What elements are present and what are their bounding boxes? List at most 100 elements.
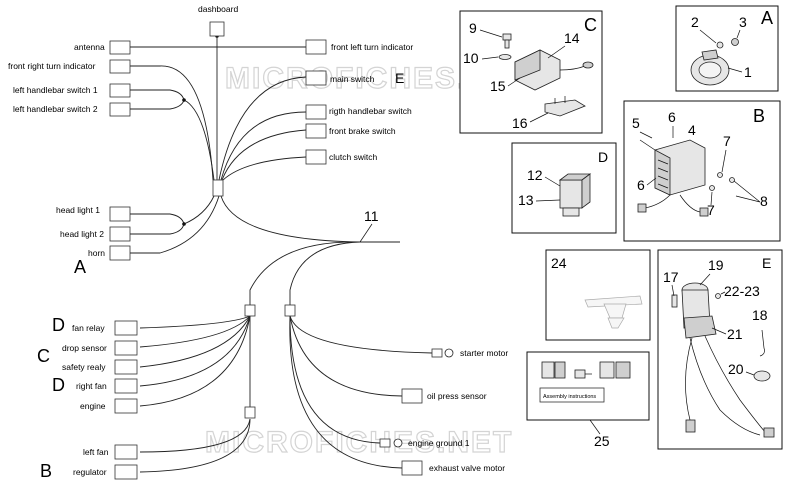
assembly-instructions-label: Assembly instructions xyxy=(543,394,596,400)
panel-e xyxy=(657,249,783,450)
right-fan-connector xyxy=(114,378,138,394)
dashboard-connector xyxy=(209,21,225,37)
callout-24: 24 xyxy=(551,255,567,271)
callout-19: 19 xyxy=(708,257,724,273)
callout-5: 5 xyxy=(632,115,640,131)
panel-d-letter: D xyxy=(598,149,608,165)
safety-relay-connector xyxy=(114,359,138,375)
regulator-connector xyxy=(114,464,138,480)
head-light-1-label: head light 1 xyxy=(56,205,100,215)
fan-relay-connector xyxy=(114,320,138,336)
horn-connector xyxy=(109,245,131,261)
engine-ground-terminal xyxy=(379,438,403,448)
callout-3: 3 xyxy=(739,14,747,30)
front-brake-switch-label: front brake switch xyxy=(329,126,396,136)
panel-e-letter: E xyxy=(762,255,771,271)
head-light-2-connector xyxy=(109,226,131,242)
central-connector xyxy=(212,179,224,197)
callout-13: 13 xyxy=(518,192,534,208)
assembly-instructions-sheet xyxy=(539,387,605,403)
lower-right-connector xyxy=(284,304,296,317)
callout-4: 4 xyxy=(688,122,696,138)
drop-sensor-connector xyxy=(114,340,138,356)
callout-18: 18 xyxy=(752,307,768,323)
callout-12: 12 xyxy=(527,167,543,183)
letter-d-fan-relay: D xyxy=(52,315,65,335)
safety-relay-label: safety realy xyxy=(62,362,106,372)
dashboard-label: dashboard xyxy=(198,4,238,14)
front-left-turn-indicator-label: front left turn indicator xyxy=(331,42,413,52)
left-handlebar-switch-2-label: left handlebar switch 2 xyxy=(13,104,98,114)
lower-left-connector xyxy=(244,304,256,317)
fan-relay-label: fan relay xyxy=(72,323,105,333)
callout-10: 10 xyxy=(463,50,479,66)
callout-17: 17 xyxy=(663,269,679,285)
starter-motor-label: starter motor xyxy=(460,348,508,358)
right-handlebar-switch-label: rigth handlebar switch xyxy=(329,106,412,116)
watermark-bottom: MICROFICHES.NET xyxy=(205,426,513,459)
oil-press-sensor-connector xyxy=(401,388,423,404)
clutch-switch-connector xyxy=(305,149,327,165)
panel-b-letter: B xyxy=(753,106,765,126)
main-switch-connector xyxy=(305,70,327,86)
regulator-drawing xyxy=(637,139,735,217)
letter-d-right-fan: D xyxy=(52,375,65,395)
lower-harness-wires xyxy=(139,315,433,473)
regulator-label: regulator xyxy=(73,467,107,477)
clutch-switch-label: clutch switch xyxy=(329,152,377,162)
head-light-1-connector xyxy=(109,206,131,222)
left-handlebar-switch-1-connector xyxy=(109,83,131,98)
right-fan-label: right fan xyxy=(76,381,107,391)
callout-2: 2 xyxy=(691,14,699,30)
relay-drawing xyxy=(514,49,594,117)
left-handlebar-switch-1-label: left handlebar switch 1 xyxy=(13,85,98,95)
panel-a-letter: A xyxy=(761,8,773,28)
callout-25: 25 xyxy=(594,433,610,449)
callout-22-23: 22-23 xyxy=(724,283,760,299)
letter-a-wiring: A xyxy=(74,257,86,277)
clip-24-drawing xyxy=(584,295,643,329)
antenna-connector xyxy=(109,40,131,55)
exhaust-valve-motor-label: exhaust valve motor xyxy=(429,463,505,473)
callout-21: 21 xyxy=(727,326,743,342)
callout-1: 1 xyxy=(744,64,752,80)
callout-11: 11 xyxy=(364,208,379,224)
bolt-9-drawing xyxy=(502,33,512,49)
panel-c-letter: C xyxy=(584,15,597,35)
washer-10-drawing xyxy=(498,54,512,60)
callout-6-bottom: 6 xyxy=(637,177,645,193)
front-right-turn-indicator-connector xyxy=(109,59,131,74)
exhaust-valve-motor-connector xyxy=(401,460,423,476)
letter-e-wiring: E xyxy=(395,70,404,86)
ignition-switch-drawing xyxy=(671,282,775,438)
callout-9: 9 xyxy=(469,20,477,36)
upper-harness-wires xyxy=(130,34,400,305)
right-handlebar-switch-connector xyxy=(305,104,327,120)
callout-8: 8 xyxy=(760,193,768,209)
front-right-turn-indicator-label: front right turn indicator xyxy=(8,61,96,71)
callout-14: 14 xyxy=(564,30,580,46)
left-fan-label: left fan xyxy=(83,447,109,457)
left-handlebar-switch-2-connector xyxy=(109,102,131,117)
left-fan-connector xyxy=(114,444,138,460)
callout-20: 20 xyxy=(728,361,744,377)
starter-motor-terminal xyxy=(431,348,454,358)
horn-label: horn xyxy=(88,248,105,258)
engine-ground-1-label: engine ground 1 xyxy=(408,438,470,448)
main-switch-label: main switch xyxy=(330,74,375,84)
drop-sensor-label: drop sensor xyxy=(62,343,107,353)
front-brake-switch-connector xyxy=(305,123,327,139)
fan-relay-drawing xyxy=(558,173,592,217)
front-left-turn-indicator-connector xyxy=(305,39,327,55)
letter-b-regulator: B xyxy=(40,461,52,481)
head-light-2-label: head light 2 xyxy=(60,229,104,239)
callout-6-top: 6 xyxy=(668,109,676,125)
callout-16: 16 xyxy=(512,115,528,131)
kit-25-parts xyxy=(541,361,631,379)
horn-drawing xyxy=(690,38,739,86)
panel-24 xyxy=(545,249,651,341)
callout-7-bottom: 7 xyxy=(707,202,715,218)
lower-branch-connector xyxy=(244,406,256,419)
